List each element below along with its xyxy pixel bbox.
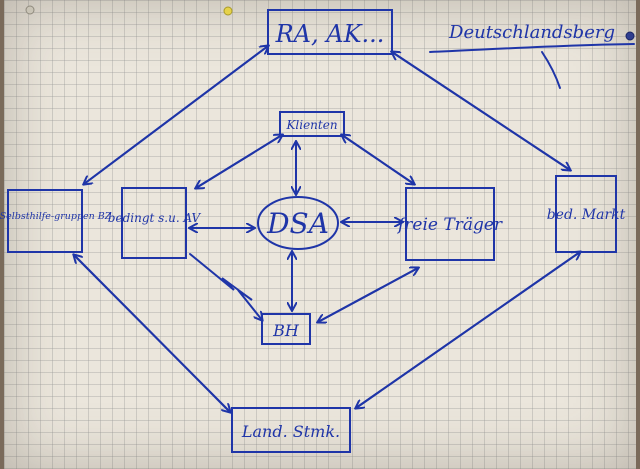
arrow-bottom-to-left bbox=[74, 255, 231, 413]
arrow-inner-left-to-klienten bbox=[195, 135, 282, 189]
node-label-left: z.B. Selbsthilfe-gruppen BZ bbox=[0, 211, 112, 222]
header-note-pointer bbox=[541, 51, 561, 89]
arrow-left-to-top bbox=[83, 46, 268, 185]
node-label-left-text: z.B. Selbsthilfe-gruppen BZ bbox=[0, 211, 112, 222]
node-box-freie bbox=[405, 187, 495, 261]
node-box-top bbox=[267, 9, 393, 55]
node-box-inner-left bbox=[121, 187, 187, 259]
node-label-bh: BH bbox=[272, 321, 300, 340]
arrow-bottom-to-right bbox=[355, 252, 580, 409]
node-box-klienten bbox=[279, 111, 345, 137]
node-box-right bbox=[555, 175, 617, 253]
node-label-top: RA, AK... bbox=[275, 20, 385, 48]
node-box-bottom bbox=[231, 407, 351, 453]
node-box-left bbox=[7, 189, 83, 253]
node-label-inner-left: bedingt s.u. AV bbox=[108, 211, 202, 225]
arrow-right-to-top bbox=[392, 52, 571, 171]
pushpin-center bbox=[223, 6, 233, 16]
node-ellipse-center bbox=[257, 196, 339, 250]
node-label-bottom: Land. Stmk. bbox=[241, 422, 340, 441]
pushpin-right bbox=[625, 31, 635, 41]
arrow-bh-to-freie bbox=[317, 268, 418, 323]
node-label-klienten: Klienten bbox=[285, 118, 337, 132]
node-label-right: bed. Markt bbox=[547, 207, 626, 223]
header-note-underline bbox=[429, 43, 635, 53]
node-box-bh bbox=[261, 313, 311, 345]
header-note: Deutschlandsberg bbox=[448, 22, 615, 43]
arrow-freie-to-klienten bbox=[342, 135, 415, 185]
grid-paper bbox=[4, 0, 636, 469]
lightning-bolt-icon bbox=[189, 253, 262, 320]
pushpin-left bbox=[25, 5, 35, 15]
node-label-freie: freie Träger bbox=[396, 215, 503, 235]
node-label-center: DSA bbox=[266, 207, 329, 240]
